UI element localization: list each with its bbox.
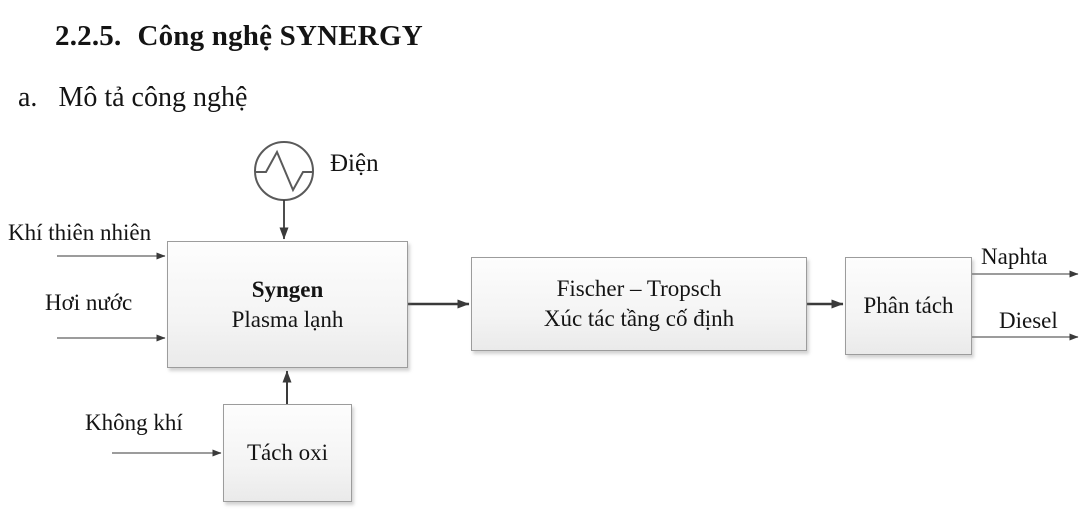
label-steam: Hơi nước [45,290,133,315]
label-naphtha: Naphta [981,244,1048,269]
subsection-heading: a. Mô tả công nghệ [18,82,247,114]
block-syngen-subtitle: Plasma lạnh [231,306,344,332]
electricity-wave-icon [255,149,313,193]
block-fischer-tropsch-title: Fischer – Tropsch [556,276,722,301]
block-oxygen-separation: Tách oxi [223,404,352,502]
block-syngen: Syngen Plasma lạnh [167,241,408,368]
section-number: 2.2.5. [55,20,122,52]
label-natural-gas: Khí thiên nhiên [8,220,152,245]
block-fischer-tropsch-subtitle: Xúc tác tầng cố định [543,306,735,331]
block-oxygen-separation-title: Tách oxi [246,440,329,465]
block-fischer-tropsch: Fischer – Tropsch Xúc tác tầng cố định [471,257,807,351]
section-heading: 2.2.5. Công nghệ SYNERGY [55,20,423,53]
label-diesel: Diesel [999,308,1058,333]
block-syngen-title: Syngen [251,276,324,302]
subsection-marker: a. [18,82,38,113]
label-air: Không khí [85,410,183,435]
block-separation: Phân tách [845,257,972,355]
electricity-icon [254,141,314,201]
label-electricity: Điện [330,150,379,177]
section-title: Công nghệ SYNERGY [137,20,423,52]
block-separation-title: Phân tách [863,293,954,318]
subsection-title: Mô tả công nghệ [58,82,248,113]
